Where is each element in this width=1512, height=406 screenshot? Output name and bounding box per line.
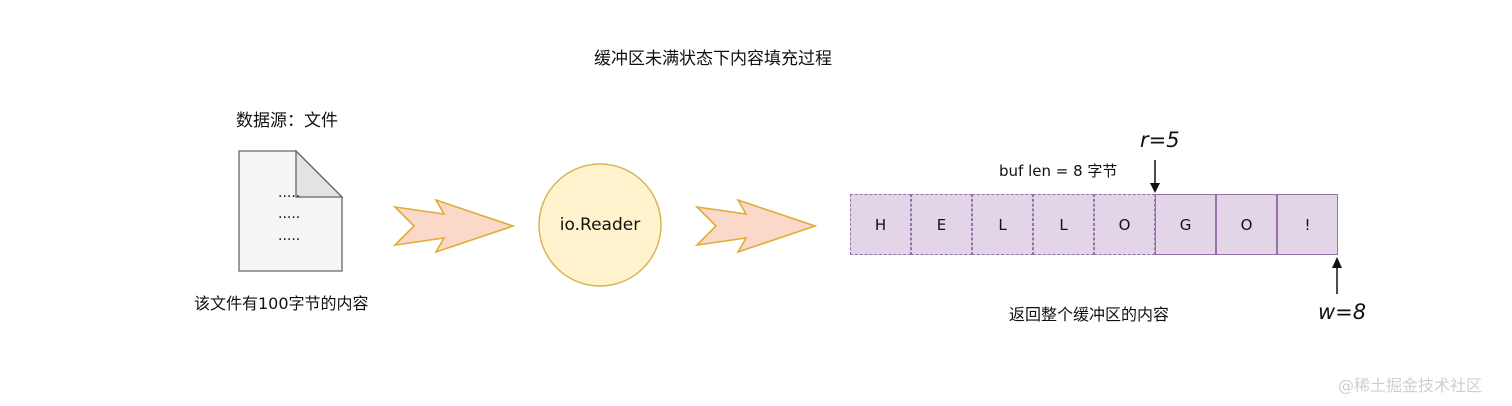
file-line-2: ..... [278, 206, 300, 222]
w-pointer-arrow [1332, 257, 1342, 294]
result-caption: 返回整个缓冲区的内容 [1009, 305, 1170, 324]
buffer-cell: O [1094, 194, 1155, 255]
file-corner-fold [295, 149, 344, 198]
r-pointer-arrow [1150, 160, 1160, 193]
buffer-cell: G [1155, 194, 1216, 255]
flow-arrow-1 [392, 198, 516, 254]
buffer-cell: ! [1277, 194, 1338, 255]
r-index-label: r=5 [1140, 128, 1180, 152]
flow-arrow-2 [694, 198, 818, 254]
buffer-length-label: buf len = 8 字节 [999, 162, 1118, 180]
buffer-cell: E [911, 194, 972, 255]
file-icon [238, 149, 344, 272]
source-label: 数据源：文件 [236, 111, 338, 131]
buffer-cell: L [972, 194, 1033, 255]
reader-circle [538, 163, 662, 287]
file-line-3: ..... [278, 228, 300, 244]
file-line-1: ..... [278, 185, 300, 201]
file-caption: 该文件有100字节的内容 [194, 294, 369, 313]
reader-label: io.Reader [559, 215, 641, 235]
buffer-cell: O [1216, 194, 1277, 255]
watermark: @稀土掘金技术社区 [1338, 376, 1483, 395]
diagram-title: 缓冲区未满状态下内容填充过程 [594, 49, 832, 69]
buffer-cell: H [850, 194, 911, 255]
w-index-label: w=8 [1318, 300, 1367, 324]
buffer-cell: L [1033, 194, 1094, 255]
